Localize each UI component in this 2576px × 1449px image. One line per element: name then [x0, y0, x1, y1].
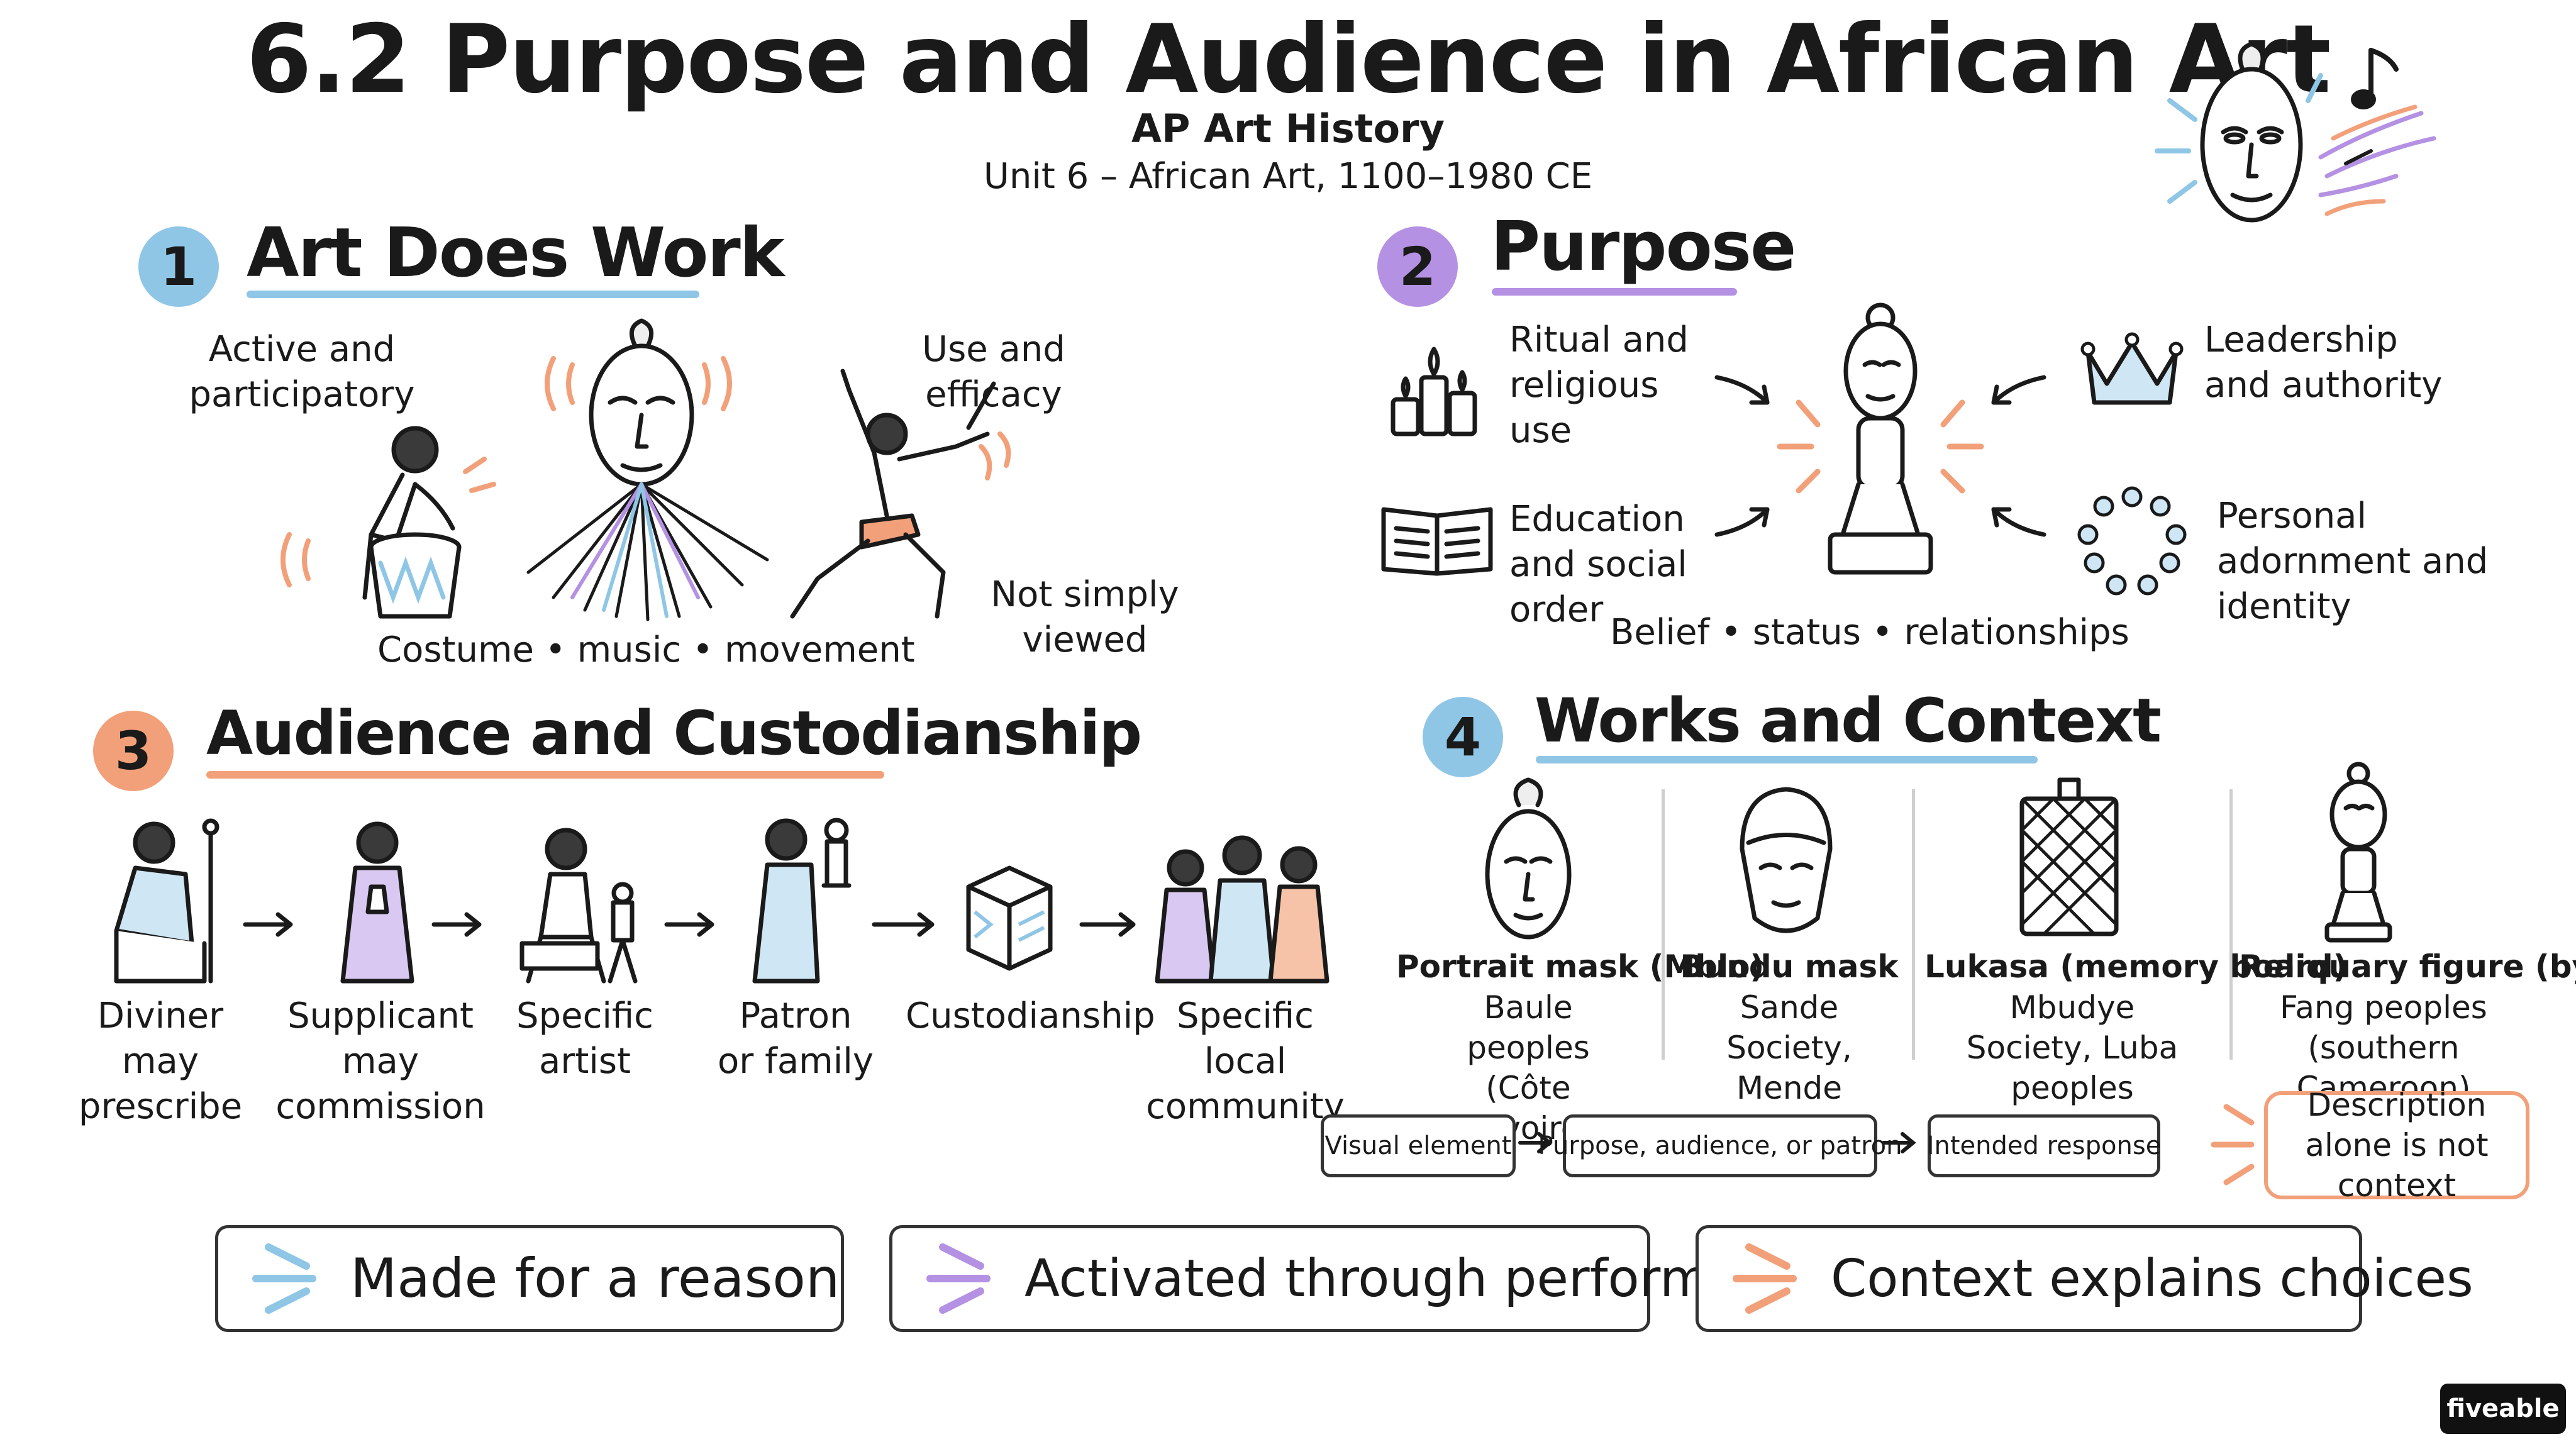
carver-icon [519, 828, 638, 984]
step-diviner-label: Diviner may prescribe [78, 996, 243, 1127]
work-mblo-name: Portrait mask (Mblo) [1396, 948, 1765, 985]
work-lukasa-name: Lukasa (memory board) [1924, 948, 2348, 985]
takeaway-3-label: Context explains choices [1831, 1248, 2473, 1309]
step-supplicant-label: Supplicant may commission [275, 996, 486, 1127]
note-text: Description alone is not context [2305, 1087, 2489, 1204]
note-burst-icon [2211, 1104, 2255, 1185]
patron-icon [752, 818, 852, 984]
dancer-icon [790, 369, 1011, 619]
works-divider [1662, 789, 1665, 1060]
candles-icon [1391, 347, 1477, 436]
step-artist-label: Specific artist [516, 996, 653, 1082]
section-4-underline [1536, 756, 2038, 763]
label-use-efficacy: Use and efficacy [922, 329, 1065, 415]
flow-purpose-audience: Purpose, audience, or patron [1538, 1114, 1902, 1177]
purpose-adornment-label: Personal adornment and identity [2217, 496, 2489, 627]
section-4-title: Works and Context [1535, 686, 2162, 756]
label-active-participatory: Active and participatory [189, 329, 415, 415]
arrow-right-icon [1518, 1132, 1553, 1153]
section-4-number: 4 [1423, 697, 1503, 777]
step-patron-label: Patron or family [718, 996, 874, 1082]
chevron-right-icon [926, 1243, 991, 1314]
label-costume-music-movement: Costume • music • movement [377, 630, 915, 670]
header-mask-music-icon [2155, 42, 2436, 223]
section-3-number: 3 [93, 711, 174, 791]
diviner-icon [114, 818, 219, 984]
works-divider [1912, 789, 1915, 1060]
section-1-number: 1 [138, 226, 219, 307]
chevron-right-icon [252, 1243, 316, 1314]
section-3-underline [206, 771, 884, 779]
purpose-ritual-label: Ritual and religious use [1509, 319, 1689, 451]
supplicant-icon [340, 821, 414, 984]
seated-figure-icon [1714, 303, 2046, 575]
community-icon [1155, 835, 1330, 984]
work-lukasa-people: Mbudye Society, Luba peoples [1966, 989, 2179, 1106]
takeaway-made-for-reason: Made for a reason [215, 1225, 844, 1332]
page-subtitle: AP Art History [1131, 106, 1445, 152]
takeaway-context-explains: Context explains choices [1696, 1225, 2473, 1332]
bead-necklace-icon [2077, 486, 2187, 596]
book-icon [1381, 507, 1493, 576]
box-icon [966, 865, 1053, 971]
bundu-mask-icon [1740, 787, 1833, 933]
masked-dancer-icon [526, 318, 769, 621]
flow-intended-response: Intended response [1927, 1114, 2161, 1177]
purpose-education-label: Education and social order [1509, 499, 1687, 630]
work-byeri-name: Reliquary figure (byeri) [2239, 948, 2576, 985]
purpose-leadership-label: Leadership and authority [2204, 319, 2443, 406]
label-not-simply-viewed: Not simply viewed [991, 574, 1179, 660]
work-bundu-name: Bundu mask [1680, 948, 1899, 985]
step-arrows [243, 912, 1136, 937]
section-2-underline [1492, 288, 1737, 296]
page-title: 6.2 Purpose and Audience in African Art [246, 5, 2331, 114]
byeri-figure-icon [2324, 762, 2392, 943]
step-community-label: Specific local community [1146, 996, 1345, 1127]
section-2-title: Purpose [1491, 208, 1796, 286]
flow-visual-element: Visual element [1321, 1114, 1516, 1177]
section-1-underline [247, 291, 699, 298]
purpose-footer: Belief • status • relationships [1610, 612, 2129, 653]
note-box: Description alone is not context [2264, 1087, 2529, 1204]
section-1-title: Art Does Work [247, 214, 785, 292]
section-3-title: Audience and Custodianship [206, 698, 1142, 769]
section-2-number: 2 [1377, 226, 1458, 307]
mblo-mask-icon [1485, 777, 1572, 940]
takeaway-activated-performance: Activated through performance [889, 1225, 1835, 1332]
takeaway-1-label: Made for a reason [350, 1247, 840, 1310]
brand-logo: fiveable [2440, 1384, 2566, 1434]
drummer-icon [280, 426, 496, 619]
works-divider [2229, 789, 2233, 1060]
crown-icon [2080, 332, 2184, 405]
unit-line: Unit 6 – African Art, 1100–1980 CE [983, 156, 1593, 197]
chevron-right-icon [1733, 1243, 1797, 1314]
arrow-right-icon [1882, 1132, 1916, 1153]
lukasa-board-icon [2019, 777, 2119, 936]
step-custodianship-label: Custodianship [906, 996, 1155, 1036]
